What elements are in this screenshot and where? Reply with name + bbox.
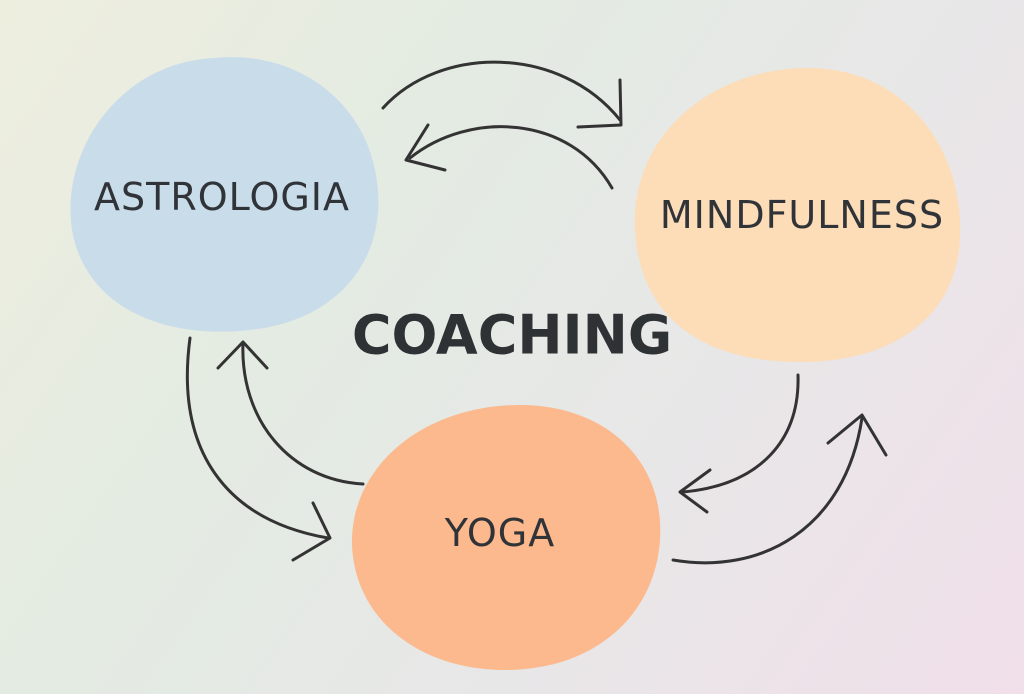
arrowhead-astrologia-bottom	[216, 340, 269, 370]
arrow-astrologia-to-yoga	[185, 336, 330, 540]
arrowhead-mindfulness-bottom	[826, 413, 888, 457]
arrowhead-astrologia-top	[404, 123, 447, 172]
node-label-mindfulness: MINDFULNESS	[659, 193, 945, 237]
center-label-coaching: COACHING	[351, 303, 673, 367]
node-label-yoga: YOGA	[444, 511, 556, 555]
arrowhead-yoga-right	[678, 468, 712, 514]
arrow-yoga-to-astrologia	[241, 341, 365, 486]
mindfulness-blob	[634, 67, 961, 362]
arrow-astrologia-to-mindfulness	[381, 60, 622, 122]
astrologia-blob	[70, 57, 379, 332]
arrow-mindfulness-to-astrologia	[408, 125, 614, 190]
arrow-yoga-to-mindfulness	[671, 416, 864, 565]
node-label-astrologia: ASTROLOGIA	[93, 175, 351, 219]
yoga-blob	[351, 405, 661, 670]
arrow-mindfulness-to-yoga	[681, 373, 800, 494]
arrowhead-yoga-left	[291, 501, 332, 562]
arrowhead-mindfulness-top	[576, 78, 623, 129]
